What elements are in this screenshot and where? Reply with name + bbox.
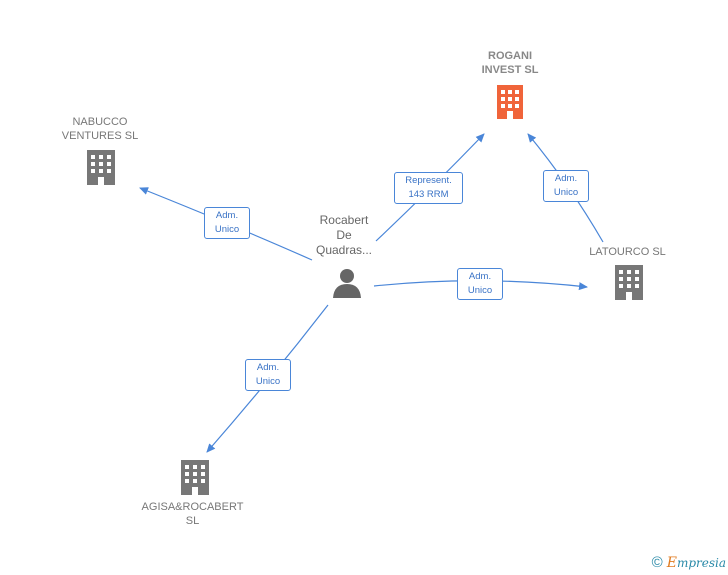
node-label-nabucco[interactable]: NABUCCO VENTURES SL bbox=[61, 116, 139, 142]
edge-label-latourco-to-rogani[interactable]: Adm. Unico bbox=[543, 170, 589, 202]
person-label[interactable]: Rocabert De Quadras... bbox=[315, 213, 373, 257]
building-icon[interactable] bbox=[181, 460, 209, 495]
copyright-icon: © bbox=[651, 554, 663, 571]
building-icon[interactable] bbox=[497, 85, 523, 119]
building-icon[interactable] bbox=[87, 150, 115, 185]
building-icon[interactable] bbox=[615, 265, 643, 300]
edge-label-to-nabucco[interactable]: Adm. Unico bbox=[204, 207, 250, 239]
empresia-logo[interactable]: ©Empresia bbox=[651, 554, 726, 571]
edge-label-to-agisa[interactable]: Adm. Unico bbox=[245, 359, 291, 391]
edge-label-to-rogani[interactable]: Represent. 143 RRM bbox=[394, 172, 463, 204]
node-label-agisa[interactable]: AGISA&ROCABERT SL bbox=[141, 501, 244, 527]
node-label-rogani[interactable]: ROGANI INVEST SL bbox=[481, 50, 539, 76]
person-icon[interactable] bbox=[333, 269, 361, 298]
node-label-latourco[interactable]: LATOURCO SL bbox=[589, 246, 666, 258]
edge-label-to-latourco[interactable]: Adm. Unico bbox=[457, 268, 503, 300]
